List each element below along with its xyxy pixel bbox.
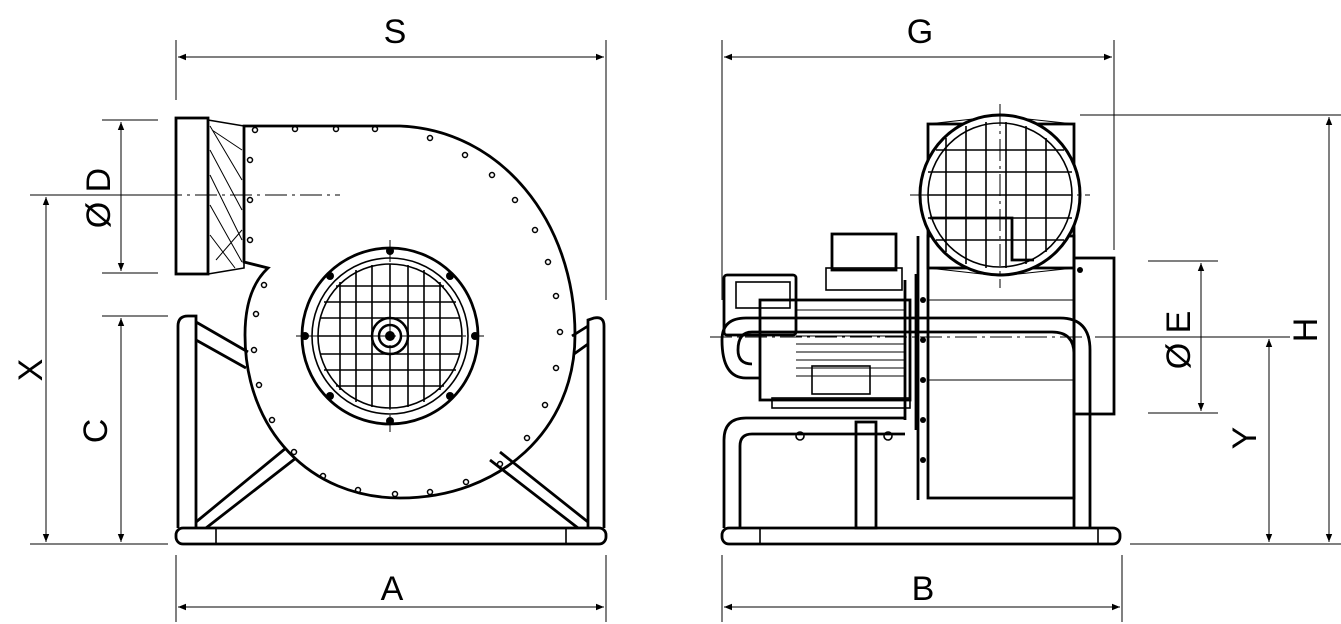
label-g: G: [907, 13, 933, 51]
volute-housing: [242, 124, 577, 500]
inlet-flange: [160, 116, 340, 276]
housing-bolts: [246, 125, 564, 498]
motor: [722, 232, 918, 530]
dimension-lines: [30, 40, 1341, 622]
side-housing: [710, 234, 1130, 500]
inlet-guard: [296, 240, 484, 432]
label-s: S: [384, 13, 407, 51]
label-c: C: [77, 419, 115, 444]
label-h: H: [1287, 318, 1325, 343]
side-view: [710, 104, 1130, 546]
outlet-guard: [910, 104, 1090, 288]
label-y: Y: [1226, 427, 1264, 450]
label-a: A: [381, 570, 404, 608]
side-base-frame: [720, 316, 1122, 546]
label-d: Ø D: [80, 168, 118, 228]
label-b: B: [912, 570, 935, 608]
label-x: X: [12, 359, 50, 382]
base-frame: [174, 314, 608, 546]
front-view: [160, 116, 608, 546]
dimension-labels: S A Ø D X C G B Ø E H Y: [12, 13, 1325, 608]
label-e: Ø E: [1160, 311, 1198, 370]
